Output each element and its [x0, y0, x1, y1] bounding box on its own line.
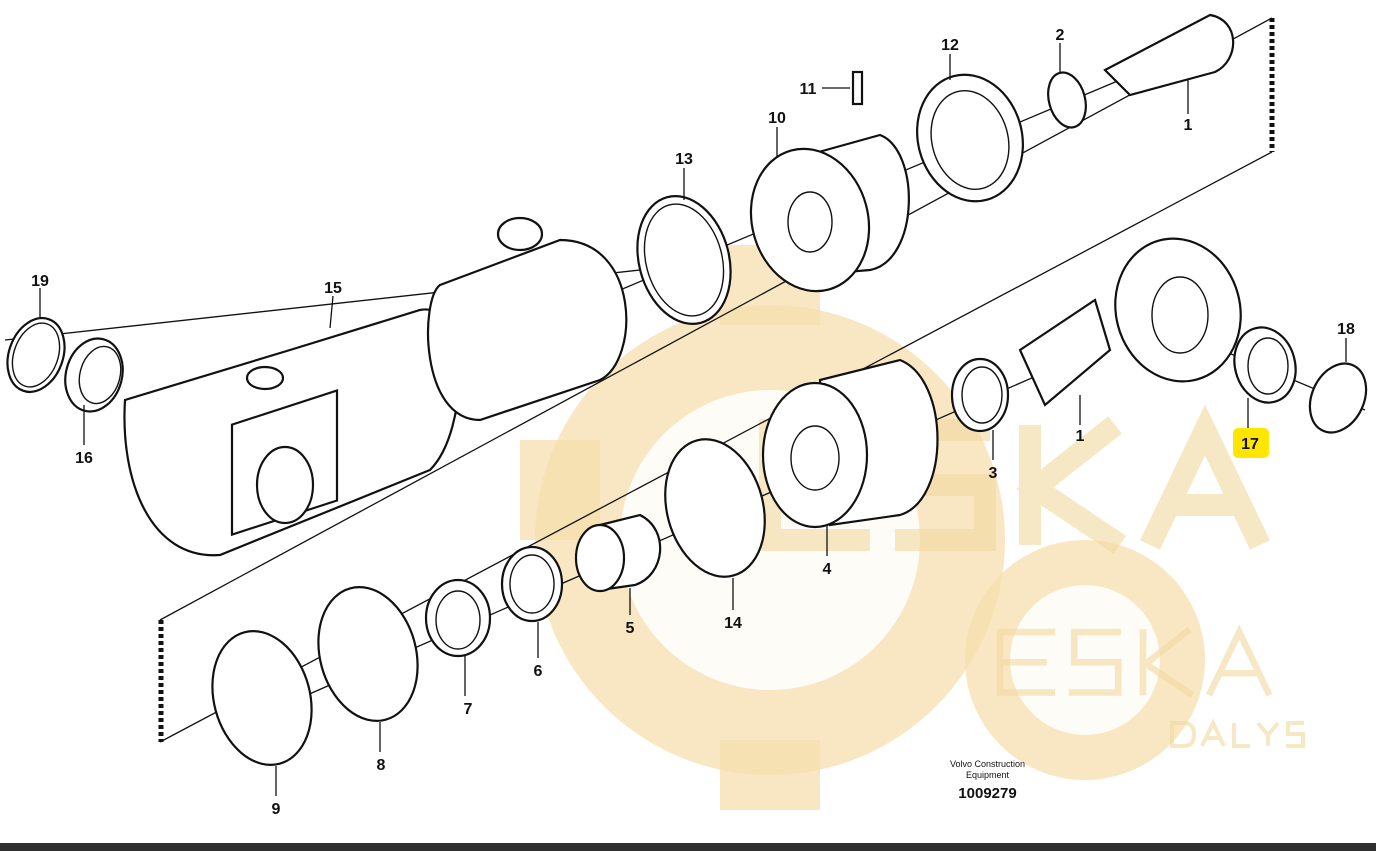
- part-12-guide[interactable]: [903, 63, 1037, 214]
- part-15-cylinder-tube[interactable]: [123, 216, 628, 557]
- footer-company-line1: Volvo Construction: [949, 759, 1026, 769]
- part-4-cylinder-head[interactable]: [761, 358, 939, 529]
- label-10[interactable]: 10: [768, 110, 786, 127]
- bottom-bar: [0, 843, 1376, 851]
- label-16[interactable]: 16: [75, 450, 93, 467]
- label-19[interactable]: 19: [31, 273, 49, 290]
- label-14[interactable]: 14: [724, 615, 742, 632]
- label-9[interactable]: 9: [272, 801, 281, 818]
- part-6-seal[interactable]: [500, 545, 564, 623]
- label-1-bottom[interactable]: 1: [1076, 428, 1085, 445]
- label-17[interactable]: 17: [1241, 436, 1259, 453]
- part-8-o-ring[interactable]: [304, 576, 432, 732]
- drawing-number: 1009279: [958, 785, 1017, 802]
- label-5[interactable]: 5: [626, 620, 635, 637]
- part-3-seal[interactable]: [950, 357, 1010, 433]
- part-14-o-ring[interactable]: [651, 428, 780, 588]
- footer-company: Volvo Construction Equipment: [930, 759, 1045, 781]
- part-19-ring[interactable]: [0, 310, 74, 400]
- label-2[interactable]: 2: [1056, 27, 1065, 44]
- label-7[interactable]: 7: [464, 701, 473, 718]
- watermark-sub-letters: [1170, 718, 1305, 748]
- watermark-brand-letters-small: [996, 624, 1273, 698]
- part-7-seal[interactable]: [424, 578, 492, 658]
- part-1-rod-eye[interactable]: [1018, 224, 1257, 407]
- label-12[interactable]: 12: [941, 37, 959, 54]
- part-11-set-screw[interactable]: [851, 70, 864, 106]
- label-1-top[interactable]: 1: [1184, 117, 1193, 134]
- label-11[interactable]: 11: [800, 81, 817, 98]
- part-9-o-ring[interactable]: [198, 620, 326, 776]
- leader-lines: [39, 43, 1347, 796]
- part-1-piston-rod[interactable]: [1103, 13, 1235, 97]
- label-15[interactable]: 15: [324, 280, 342, 297]
- label-18[interactable]: 18: [1337, 321, 1355, 338]
- footer-company-line2: Equipment: [965, 770, 1010, 780]
- highlight-17: [1233, 428, 1269, 458]
- part-16-bushing[interactable]: [57, 332, 130, 418]
- label-4[interactable]: 4: [823, 561, 832, 578]
- label-6[interactable]: 6: [534, 663, 543, 680]
- label-13[interactable]: 13: [675, 151, 693, 168]
- label-8[interactable]: 8: [377, 757, 386, 774]
- part-5-bushing[interactable]: [574, 513, 662, 593]
- part-18-ring[interactable]: [1299, 354, 1376, 441]
- part-17-bushing[interactable]: [1226, 321, 1304, 410]
- part-13-ring[interactable]: [624, 186, 745, 335]
- part-2-o-ring[interactable]: [1042, 68, 1091, 131]
- part-10-piston[interactable]: [735, 133, 910, 305]
- label-3[interactable]: 3: [989, 465, 998, 482]
